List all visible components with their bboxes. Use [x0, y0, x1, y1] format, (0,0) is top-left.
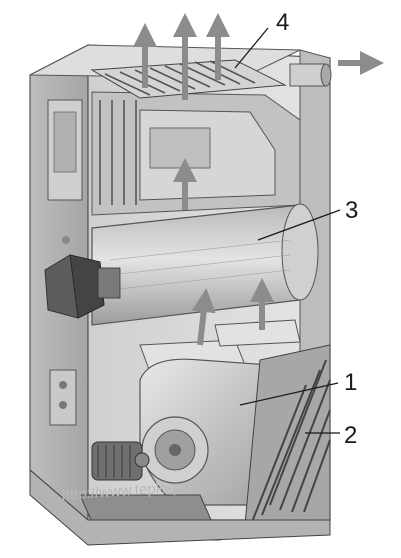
control-panel — [47, 99, 83, 426]
callout-3: 3 — [345, 197, 358, 224]
flue-pipe — [289, 63, 332, 87]
up-arrow-icon — [191, 288, 216, 346]
rivet-icon — [62, 236, 70, 244]
base — [29, 468, 331, 546]
callout-4: 4 — [276, 9, 289, 36]
burner — [44, 254, 121, 319]
switch-icon — [59, 381, 67, 389]
airflow-arrows — [133, 12, 384, 346]
leader-lines — [234, 27, 341, 434]
callout-2: 2 — [344, 422, 357, 449]
knob-icon — [59, 401, 67, 409]
heat-exchanger — [91, 91, 301, 216]
callout-1: 1 — [344, 369, 357, 396]
